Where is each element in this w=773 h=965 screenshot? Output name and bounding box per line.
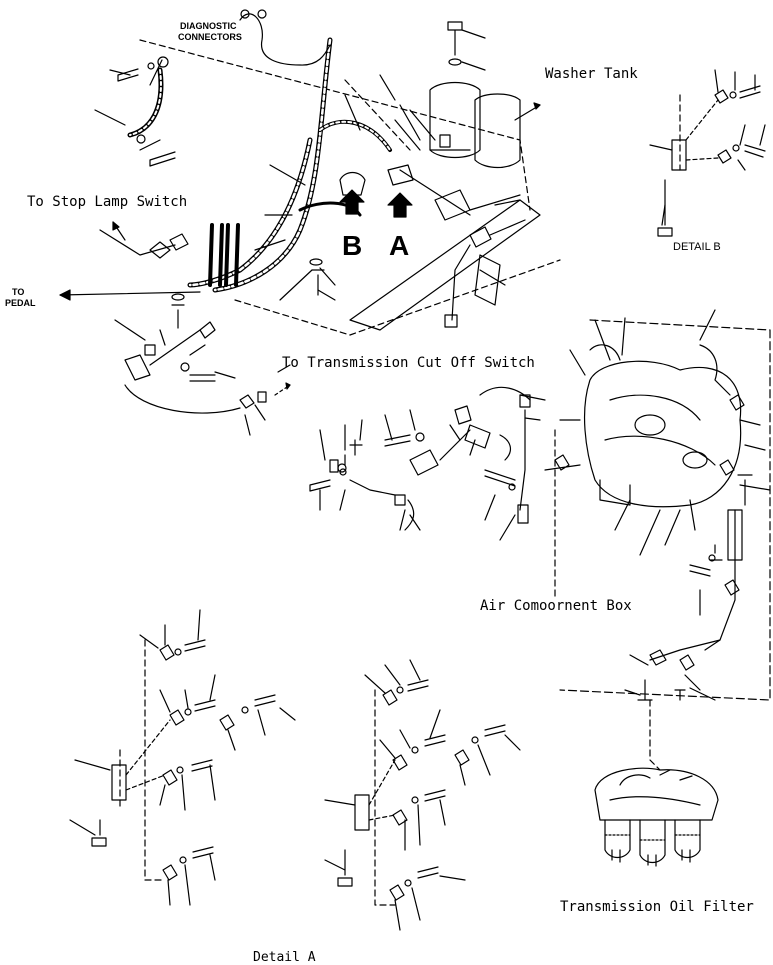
air-component-assembly (309, 309, 771, 701)
arrow-a-label: A (389, 230, 410, 261)
stop-lamp-switch-label: To Stop Lamp Switch (27, 194, 188, 210)
detail-a-label: Detail A (253, 950, 316, 965)
detail-a-right-assembly (324, 659, 521, 931)
detail-a-left-assembly (69, 609, 296, 906)
air-component-box-label: Air Comoornent Box (480, 598, 632, 614)
oil-filter-assembly (594, 699, 719, 867)
diagnostic-connectors-label-line1: DIAGNOSTIC (180, 21, 237, 31)
main-harness-assembly (59, 9, 561, 436)
transmission-oil-filter-label: Transmission Oil Filter (560, 899, 754, 915)
diagnostic-connectors-label-line2: CONNECTORS (178, 32, 242, 42)
arrow-b-icon (339, 189, 365, 215)
arrow-b-label: B (342, 230, 363, 261)
arrow-a-icon (387, 192, 413, 218)
to-pedal-label-line1: TO (12, 287, 25, 297)
detail-b-assembly (649, 69, 766, 237)
transmission-cut-off-switch-label: To Transmission Cut Off Switch (282, 355, 535, 371)
detail-b-label: DETAIL B (673, 241, 721, 253)
to-pedal-label-line2: PEDAL (5, 298, 36, 308)
washer-tank-label: Washer Tank (545, 66, 638, 82)
